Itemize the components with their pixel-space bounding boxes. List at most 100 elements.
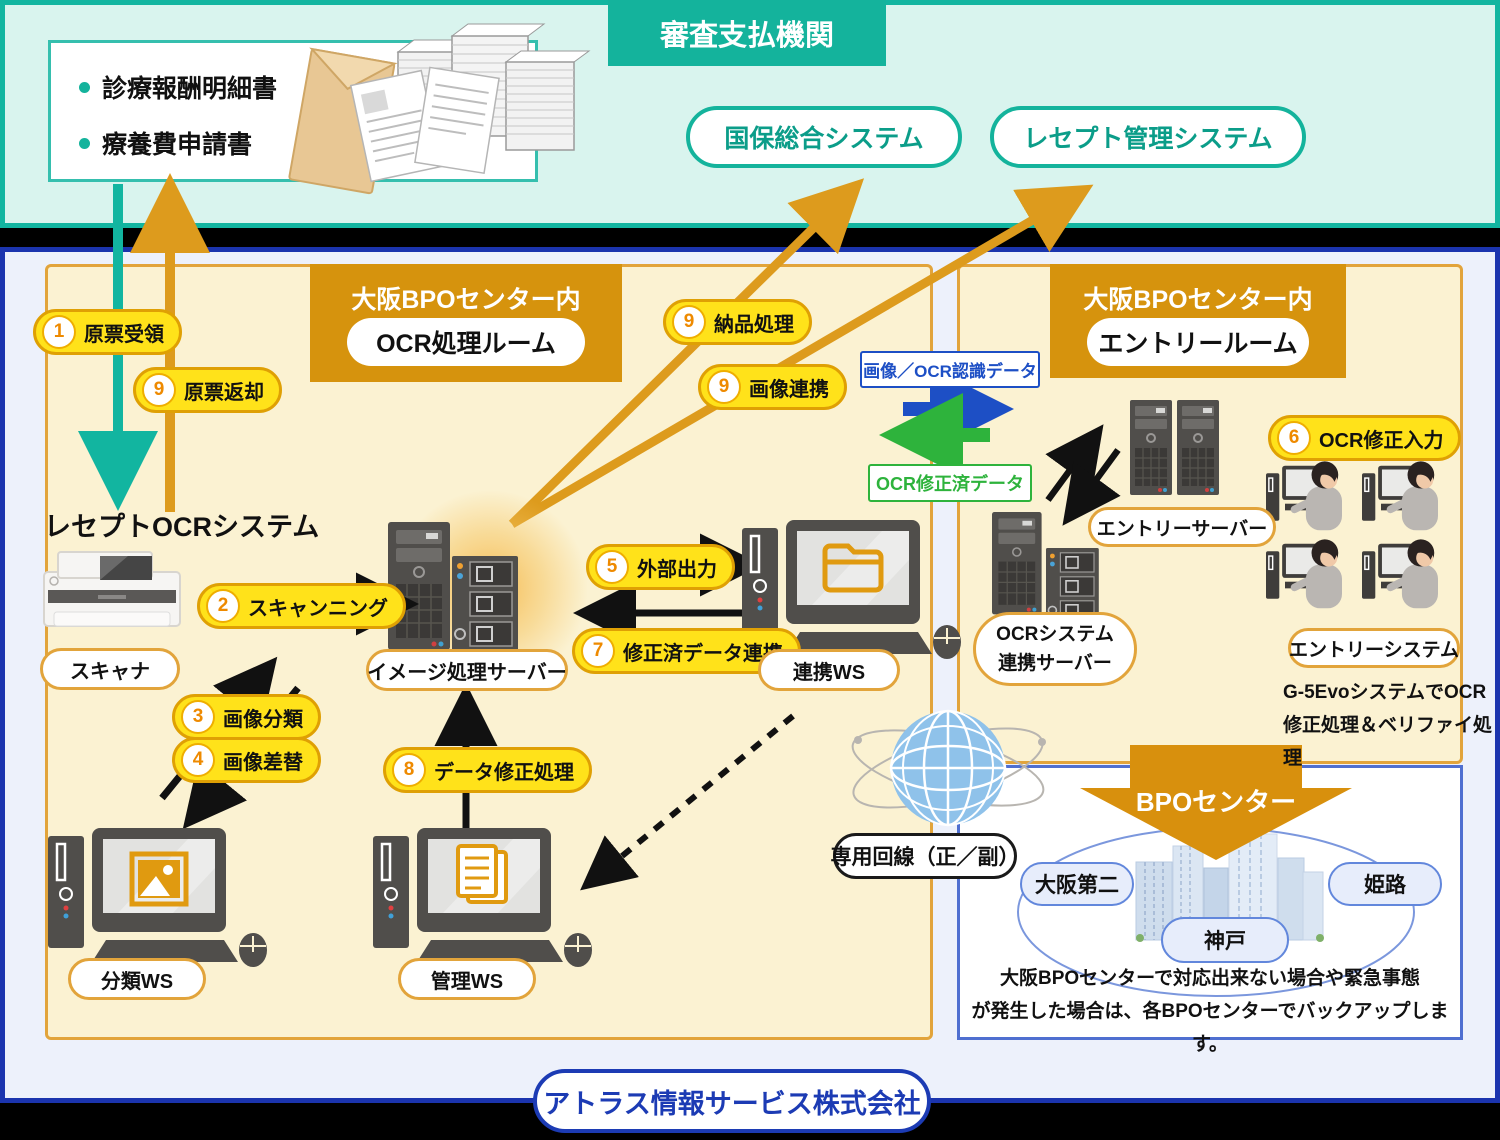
corrected-data-label: OCR修正済データ xyxy=(876,474,1024,494)
step-badge-output: 5 外部出力 xyxy=(586,544,735,590)
ocr-room-header: 大阪BPOセンター内 OCR処理ルーム xyxy=(310,264,622,382)
site-osaka2-label: 大阪第二 xyxy=(1035,874,1119,897)
step-badge-data-fix: 8 データ修正処理 xyxy=(383,747,592,793)
step-number: 9 xyxy=(672,305,706,339)
document-icon xyxy=(456,844,508,904)
kokuho-system-pill: 国保総合システム xyxy=(686,106,962,168)
step-label: 画像分類 xyxy=(223,708,303,731)
image-icon xyxy=(129,851,189,907)
step-number: 5 xyxy=(595,550,629,584)
step-badge-ocr-fix-input: 6 OCR修正入力 xyxy=(1268,415,1462,461)
manage-ws-label: 管理WS xyxy=(430,970,504,993)
backup-note-line2: が発生した場合は、各BPOセンターでバックアップします。 xyxy=(971,1001,1449,1055)
recept-mgmt-system-label: レセプト管理システム xyxy=(1023,125,1273,153)
backup-note: 大阪BPOセンターで対応出来ない場合や緊急事態 が発生した場合は、各BPOセンタ… xyxy=(967,962,1453,1061)
dedicated-line-label: 専用回線（正／副） xyxy=(830,846,1020,869)
company-pill: アトラス情報サービス株式会社 xyxy=(533,1069,931,1133)
step-badge-image-link: 9 画像連携 xyxy=(698,364,847,410)
agency-title-box: 審査支払機関 xyxy=(608,0,886,66)
image-ocr-data-box: 画像／OCR認識データ xyxy=(860,351,1040,388)
dotted-link-arrow xyxy=(580,713,795,891)
ocr-link-server-icon xyxy=(991,511,1100,628)
step-label: 画像連携 xyxy=(749,378,829,401)
step-label: OCR修正入力 xyxy=(1319,429,1444,452)
step-badge-return: 9 原票返却 xyxy=(133,367,282,413)
entry-system-note: G-5EvoシステムでOCR 修正処理＆ベリファイ処理 xyxy=(1283,676,1500,775)
ocr-room-label-pill: OCR処理ルーム xyxy=(347,318,585,366)
bullet-dot-icon xyxy=(79,137,90,149)
operators-icon xyxy=(1266,461,1438,608)
bpo-center-banner-label: BPOセンター xyxy=(1105,782,1327,819)
step-badge-scanning: 2 スキャンニング xyxy=(197,583,406,629)
entry-system-pill: エントリーシステム xyxy=(1288,628,1460,668)
step-number: 7 xyxy=(581,634,615,668)
step-number: 9 xyxy=(142,373,176,407)
step-badge-classify: 3 画像分類 xyxy=(172,694,321,740)
bpo-center-banner-text: BPOセンター xyxy=(1135,787,1297,817)
entry-server-pill: エントリーサーバー xyxy=(1088,507,1276,547)
document-item: 診療報酬明細書 xyxy=(79,69,277,105)
document-sheets-icon xyxy=(349,66,500,183)
recept-mgmt-system-pill: レセプト管理システム xyxy=(990,106,1306,168)
classify-ws-pill: 分類WS xyxy=(68,958,206,1000)
globe-icon xyxy=(851,709,1046,827)
link-ws-label: 連携WS xyxy=(792,661,866,684)
image-server-label: イメージ処理サーバー xyxy=(367,661,567,684)
entry-room-center-label: 大阪BPOセンター内 xyxy=(1083,286,1313,314)
entry-room-label-pill: エントリールーム xyxy=(1087,318,1309,366)
manage-ws-icon xyxy=(371,826,594,969)
link-ws-pill: 連携WS xyxy=(758,649,900,691)
step-label: 画像差替 xyxy=(223,751,303,774)
step-label: 外部出力 xyxy=(637,558,717,581)
step-label: 原票返却 xyxy=(184,381,264,404)
kokuho-system-label: 国保総合システム xyxy=(724,125,924,153)
image-server-pill: イメージ処理サーバー xyxy=(366,649,568,691)
step-number: 2 xyxy=(206,589,240,623)
bpo-center-arrow xyxy=(1080,745,1352,860)
step-badge-swap: 4 画像差替 xyxy=(172,737,321,783)
entry-system-note-line2: 修正処理＆ベリファイ処理 xyxy=(1283,715,1493,769)
step-label: 原票受領 xyxy=(84,323,164,346)
scanner-icon xyxy=(43,551,181,627)
delivery-arrow xyxy=(508,178,865,528)
step-label: 納品処理 xyxy=(714,313,794,336)
step-label: スキャンニング xyxy=(248,597,388,620)
link-ws-icon xyxy=(740,518,963,661)
site-himeji-pill: 姫路 xyxy=(1328,862,1442,906)
dedicated-line-pill: 専用回線（正／副） xyxy=(830,833,1020,879)
step-number: 8 xyxy=(392,753,426,787)
step-label: 修正済データ連携 xyxy=(623,642,783,665)
document-item-label: 療養費申請書 xyxy=(102,131,253,159)
document-item: 療養費申請書 xyxy=(79,125,252,161)
entry-system-note-line1: G-5EvoシステムでOCR xyxy=(1283,682,1487,703)
step-number: 6 xyxy=(1277,421,1311,455)
site-himeji-label: 姫路 xyxy=(1364,874,1406,897)
ocr-link-server-label-1: OCRシステム xyxy=(996,624,1114,645)
scanner-label: スキャナ xyxy=(70,660,150,683)
entry-down-arrow xyxy=(1062,448,1121,526)
backup-note-line1: 大阪BPOセンターで対応出来ない場合や緊急事態 xyxy=(999,968,1421,989)
ocr-room-center-label: 大阪BPOセンター内 xyxy=(351,286,581,314)
step-badge-delivery: 9 納品処理 xyxy=(663,299,812,345)
bullet-dot-icon xyxy=(79,81,90,93)
site-kobe-label: 神戸 xyxy=(1204,930,1246,953)
corrected-data-box: OCR修正済データ xyxy=(868,464,1032,502)
entry-server-icon xyxy=(1129,399,1220,496)
step-number: 3 xyxy=(181,700,215,734)
ocr-room-label: OCR処理ルーム xyxy=(376,330,556,358)
classify-ws-icon xyxy=(46,826,269,969)
step-number: 9 xyxy=(707,370,741,404)
entry-room-header: 大阪BPOセンター内 エントリールーム xyxy=(1050,264,1346,378)
image-link-arrow xyxy=(509,184,1094,528)
step-badge-receive: 1 原票受領 xyxy=(33,309,182,355)
image-ocr-data-label: 画像／OCR認識データ xyxy=(863,362,1037,381)
site-osaka2-pill: 大阪第二 xyxy=(1020,862,1134,906)
step-label: データ修正処理 xyxy=(434,761,574,784)
folder-icon xyxy=(822,543,884,593)
step-number: 1 xyxy=(42,315,76,349)
entry-system-label: エントリーシステム xyxy=(1288,639,1460,661)
site-kobe-pill: 神戸 xyxy=(1161,917,1289,963)
manage-ws-pill: 管理WS xyxy=(398,958,536,1000)
